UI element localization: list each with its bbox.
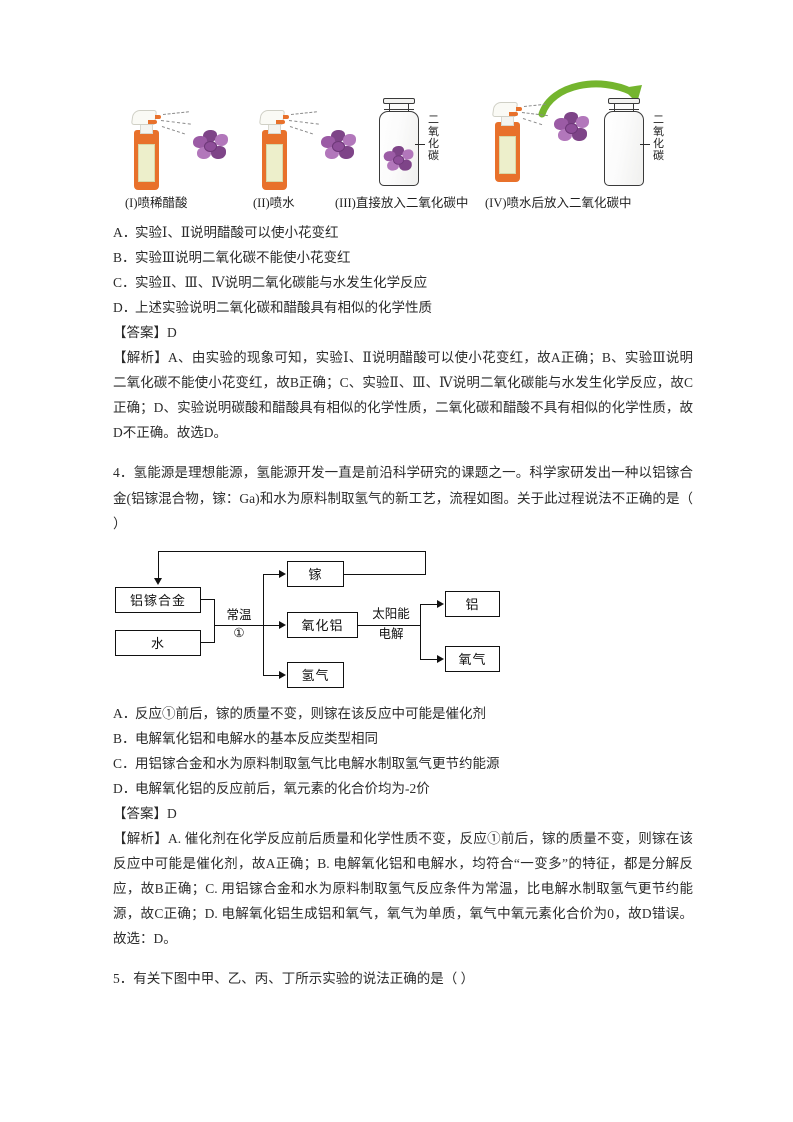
flow-box-hydrogen: 氢气	[287, 661, 344, 688]
flow-box-alumina: 氧化铝	[287, 611, 358, 638]
figure-caption-3: (III)直接放入二氧化碳中	[335, 196, 469, 210]
q3-option-c: C．实验Ⅱ、Ⅲ、Ⅳ说明二氧化碳能与水发生化学反应	[113, 270, 693, 295]
q4-option-a: A．反应①前后，镓的质量不变，则镓在该反应中可能是催化剂	[113, 701, 693, 726]
figure-caption-1: (I)喷稀醋酸	[125, 196, 188, 210]
flow-arrow-to-gallium	[279, 569, 286, 578]
purple-flower-icon	[191, 130, 231, 164]
q4-flowchart: 铝镓合金 水 镓 氧化铝 氢气 铝 氧气 常温 ①	[115, 550, 515, 691]
q3-option-a: A．实验Ⅰ、Ⅱ说明醋酸可以使小花变红	[113, 220, 693, 245]
q3-option-c-mark: C．	[113, 275, 136, 290]
figure-caption-4: (IV)喷水后放入二氧化碳中	[485, 196, 632, 210]
gas-jar-icon: 二氧化碳	[377, 98, 439, 188]
flow-box-water: 水	[115, 629, 201, 656]
gas-jar-icon: 二氧化碳	[602, 98, 664, 188]
q4-option-d-text: 电解氧化铝的反应前后，氧元素的化合价均为-2价	[135, 780, 430, 796]
q4-option-c-text: 用铝镓合金和水为原料制取氢气比电解水制取氢气更节约能源	[135, 755, 500, 771]
q3-answer-value: D	[167, 325, 177, 340]
experiment-3-illustration: 二氧化碳	[377, 98, 439, 188]
figure-caption-row: (I)喷稀醋酸 (II)喷水 (III)直接放入二氧化碳中 (IV)喷水后放入二…	[113, 192, 693, 212]
jar-label-carbon-dioxide: 二氧化碳	[428, 114, 439, 162]
jar-label-carbon-dioxide: 二氧化碳	[653, 114, 664, 162]
q3-option-d: D．上述实验说明二氧化碳和醋酸具有相似的化学性质	[113, 295, 693, 320]
q3-answer-line: 【答案】D	[113, 320, 693, 345]
q4-option-d: D．电解氧化铝的反应前后，氧元素的化合价均为-2价	[113, 776, 693, 801]
q4-option-b: B．电解氧化铝和电解水的基本反应类型相同	[113, 726, 693, 751]
experiment-2-illustration	[257, 104, 359, 190]
q4-answer-label: 【答案】	[113, 805, 167, 821]
experiment-4-illustration: 二氧化碳	[490, 76, 675, 188]
spray-bottle-icon	[490, 96, 548, 182]
flow-box-oxygen: 氧气	[445, 645, 500, 672]
q3-option-d-mark: D．	[113, 300, 137, 315]
q3-option-d-text: 上述实验说明二氧化碳和醋酸具有相似的化学性质	[135, 300, 432, 315]
flow-arrow-to-aluminium	[437, 599, 444, 608]
spray-bottle-icon	[129, 104, 191, 190]
q3-option-b: B．实验Ⅲ说明二氧化碳不能使小花变红	[113, 245, 693, 270]
flow-arrow-recycle-to-alloy	[154, 577, 162, 585]
q3-option-b-mark: B．	[113, 250, 136, 265]
flow-arrow-to-hydrogen	[279, 670, 286, 679]
q3-option-b-text: 实验Ⅲ说明二氧化碳不能使小花变红	[135, 250, 351, 265]
flow-label-solar-energy: 太阳能	[372, 606, 410, 621]
experiment-1-illustration	[129, 104, 231, 190]
q4-option-d-mark: D．	[113, 780, 137, 796]
purple-flower-icon	[319, 130, 359, 164]
figure-caption-2: (II)喷水	[253, 196, 295, 210]
q3-analysis: 【解析】A、由实验的现象可知，实验Ⅰ、Ⅱ说明醋酸可以使小花变红，故A正确；B、实…	[113, 350, 693, 440]
q4-answer-line: 【答案】D	[113, 801, 693, 826]
q4-analysis: 【解析】A. 催化剂在化学反应前后质量和化学性质不变，反应①前后，镓的质量不变，…	[113, 830, 693, 946]
q3-option-a-mark: A．	[113, 225, 137, 240]
q4-option-c: C．用铝镓合金和水为原料制取氢气比电解水制取氢气更节约能源	[113, 751, 693, 776]
purple-flower-icon	[552, 112, 592, 146]
purple-flower-icon	[382, 146, 416, 175]
q4-answer-value: D	[167, 805, 177, 821]
q4-option-b-text: 电解氧化铝和电解水的基本反应类型相同	[135, 730, 378, 746]
flow-arrow-to-alumina	[279, 620, 286, 629]
flow-box-aluminium: 铝	[445, 590, 500, 617]
flow-label-step-one: ①	[233, 625, 245, 640]
flow-box-alloy: 铝镓合金	[115, 586, 201, 613]
flow-label-room-temp: 常温	[226, 607, 252, 622]
q4-stem: 4．氢能源是理想能源，氢能源开发一直是前沿科学研究的课题之一。科学家研发出一种以…	[113, 465, 693, 531]
q3-option-c-text: 实验Ⅱ、Ⅲ、Ⅳ说明二氧化碳能与水发生化学反应	[135, 275, 428, 290]
experiment-figure-group: 二氧化碳	[115, 78, 675, 190]
spray-bottle-icon	[257, 104, 319, 190]
q4-option-a-text: 反应①前后，镓的质量不变，则镓在该反应中可能是催化剂	[135, 705, 486, 721]
q3-option-a-text: 实验Ⅰ、Ⅱ说明醋酸可以使小花变红	[135, 225, 339, 240]
flow-box-gallium: 镓	[287, 560, 344, 587]
q4-option-c-mark: C．	[113, 755, 136, 771]
q5-stem: 5．有关下图中甲、乙、丙、丁所示实验的说法正确的是（ ）	[113, 970, 475, 986]
flow-arrow-to-oxygen	[437, 654, 444, 663]
q4-option-b-mark: B．	[113, 730, 136, 746]
page-content: 二氧化碳	[113, 78, 693, 991]
q4-option-a-mark: A．	[113, 705, 137, 721]
flow-label-electrolysis: 电解	[378, 626, 404, 641]
q3-answer-label: 【答案】	[113, 325, 167, 340]
